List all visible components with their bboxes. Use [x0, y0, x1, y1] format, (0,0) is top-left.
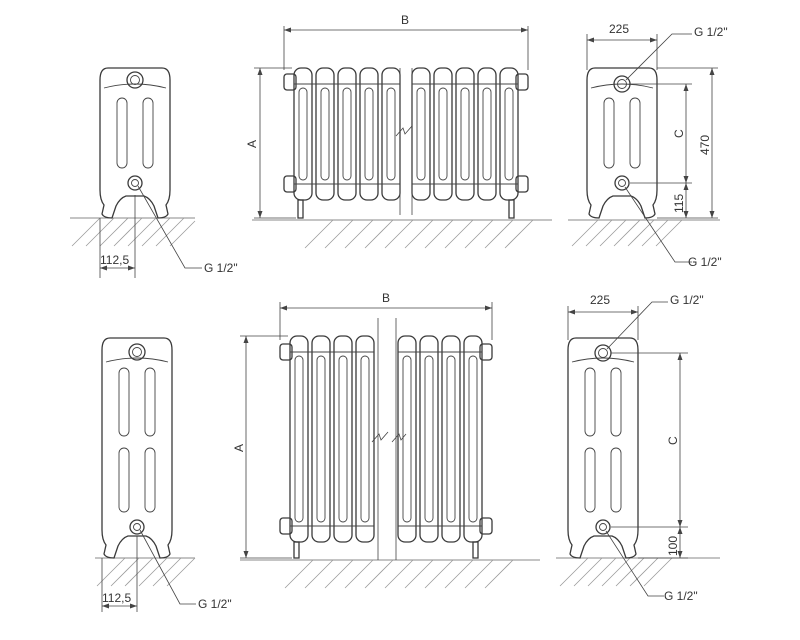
connection-port-top — [128, 343, 146, 361]
floor-hatch — [568, 219, 720, 247]
connection-leader — [139, 529, 196, 605]
floor-hatch — [556, 557, 720, 587]
end-cap-top — [283, 73, 297, 91]
radiator-column — [289, 335, 309, 543]
radiator-column — [315, 67, 335, 201]
connection-label-bottom: G 1/2" — [664, 589, 698, 603]
radiator-column — [419, 335, 439, 543]
radiator-column — [463, 335, 483, 543]
column-slot — [603, 97, 615, 169]
column-slot — [118, 367, 130, 437]
connection-leader-top — [606, 301, 668, 350]
connection-leader-bottom — [624, 186, 692, 263]
radiator-section-outline — [586, 67, 658, 219]
top-front-view: B A — [245, 13, 552, 249]
bottom-offset-dimension-label: 115 — [672, 194, 686, 213]
radiator-column — [477, 67, 497, 201]
length-dimension-label: B — [401, 13, 409, 27]
column-slot — [142, 97, 154, 169]
floor-hatch — [95, 557, 196, 587]
radiator-column — [433, 67, 453, 201]
height-dimension-label: A — [232, 444, 246, 452]
bottom-side-view-right: 225 G 1/2" C 100 G 1/2" — [556, 293, 720, 603]
radiator-foot — [508, 199, 515, 219]
radiator-section-outline — [101, 337, 173, 559]
column-slot — [584, 367, 596, 437]
radiator-column — [455, 67, 475, 201]
radiator-column — [337, 67, 357, 201]
radiator-column — [397, 335, 417, 543]
end-cap-top — [515, 73, 529, 91]
bottom-front-view: B A — [232, 291, 540, 589]
radiator-block-left — [283, 67, 401, 219]
connection-port-top — [126, 71, 144, 89]
floor-hatch — [70, 217, 196, 247]
connection-leader-bottom — [605, 530, 664, 597]
width-dimension-label: 225 — [590, 293, 610, 307]
connection-label: G 1/2" — [198, 597, 232, 611]
connection-leader-top — [625, 33, 692, 81]
floor-hatch — [252, 219, 552, 249]
radiator-block-right — [397, 335, 493, 559]
connection-port-bottom — [129, 519, 145, 535]
connection-label-bottom: G 1/2" — [688, 255, 722, 269]
height-dimension-label: A — [245, 140, 259, 148]
axis-dimension-label: C — [672, 129, 686, 138]
length-dimension-label: B — [382, 291, 390, 305]
width-dimension-label: 112,5 — [102, 591, 131, 605]
column-slot — [629, 97, 641, 169]
radiator-block-left — [279, 335, 375, 559]
column-slot — [144, 447, 156, 513]
radiator-foot — [472, 541, 479, 559]
column-slot — [116, 97, 128, 169]
connection-port-bottom — [127, 175, 143, 191]
width-dimension-label: 112,5 — [100, 253, 129, 267]
floor-hatch — [240, 559, 540, 589]
top-side-view-left: 112,5 G 1/2" — [70, 67, 238, 278]
column-slot — [118, 447, 130, 513]
connection-label: G 1/2" — [204, 261, 238, 275]
top-side-view-right: 225 G 1/2" C 470 115 G 1/2" — [568, 22, 728, 269]
radiator-column — [355, 335, 375, 543]
column-slot — [144, 367, 156, 437]
radiator-foot — [297, 199, 304, 219]
radiator-foot — [293, 541, 300, 559]
column-slot — [610, 447, 622, 513]
connection-leader — [137, 185, 202, 269]
bottom-side-view-left: 112,5 G 1/2" — [95, 337, 232, 612]
column-slot — [584, 447, 596, 513]
total-height-dimension-label: 470 — [698, 135, 712, 155]
connection-label-top: G 1/2" — [670, 293, 704, 307]
column-slot — [610, 367, 622, 437]
radiator-column — [333, 335, 353, 543]
connection-port-bottom — [614, 175, 630, 191]
radiator-column — [359, 67, 379, 201]
axis-dimension-label: C — [666, 436, 680, 445]
connection-port-bottom — [595, 519, 611, 535]
radiator-section-outline — [567, 337, 639, 559]
bottom-offset-dimension-label: 100 — [666, 536, 680, 556]
connection-label-top: G 1/2" — [694, 25, 728, 39]
radiator-block-right — [411, 67, 529, 219]
radiator-column — [311, 335, 331, 543]
radiator-column — [441, 335, 461, 543]
width-dimension-label: 225 — [609, 22, 629, 36]
